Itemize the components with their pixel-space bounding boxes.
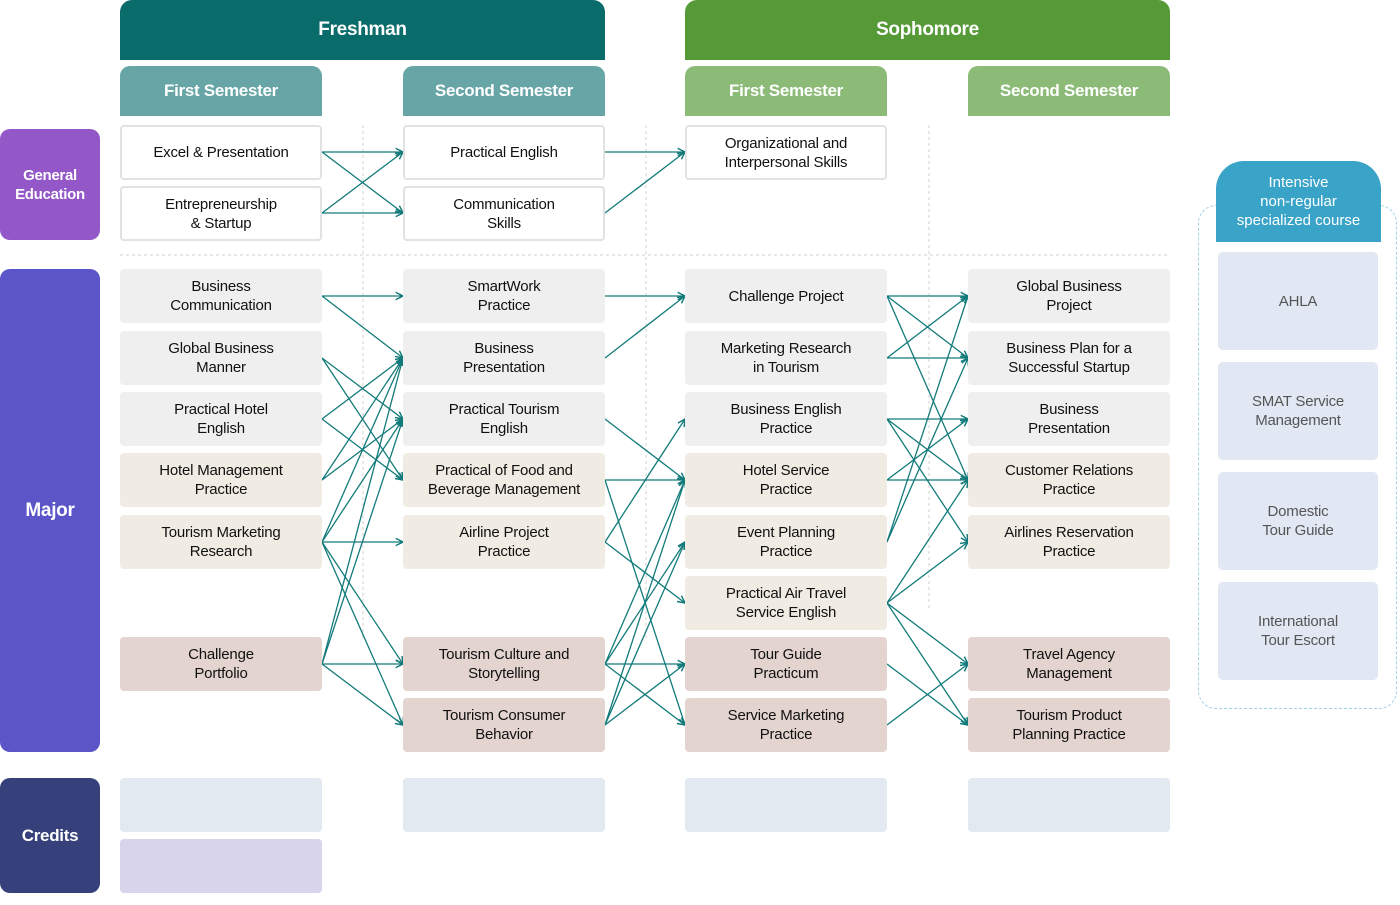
course-travel-agency-management[interactable]: Travel Agency Management (968, 637, 1170, 691)
course-tourism-consumer-behavior[interactable]: Tourism Consumer Behavior (403, 698, 605, 752)
freshman-second-semester-header: Second Semester (403, 66, 605, 116)
prerequisite-arrow (886, 296, 968, 359)
prerequisite-arrow (321, 663, 403, 725)
prerequisite-arrow (604, 664, 685, 726)
course-practical-air-travel-english[interactable]: Practical Air Travel Service English (685, 576, 887, 630)
major-label: Major (0, 269, 100, 752)
intensive-item-smat[interactable]: SMAT Service Management (1218, 362, 1378, 460)
course-airline-project-practice[interactable]: Airline Project Practice (403, 515, 605, 569)
course-tourism-culture-storytelling[interactable]: Tourism Culture and Storytelling (403, 637, 605, 691)
course-challenge-project[interactable]: Challenge Project (685, 269, 887, 323)
prerequisite-arrow (604, 296, 685, 359)
course-marketing-research-tourism[interactable]: Marketing Research in Tourism (685, 331, 887, 385)
credits-cell-fr1 (120, 778, 322, 832)
course-business-presentation-fr[interactable]: Business Presentation (403, 331, 605, 385)
prerequisite-arrow (321, 419, 403, 665)
course-smartwork-practice[interactable]: SmartWork Practice (403, 269, 605, 323)
prerequisite-arrow (886, 358, 968, 543)
course-communication-skills[interactable]: Communication Skills (403, 186, 605, 241)
course-practical-hotel-english[interactable]: Practical Hotel English (120, 392, 322, 446)
credits-cell-fr1-extra (120, 839, 322, 893)
course-tour-guide-practicum[interactable]: Tour Guide Practicum (685, 637, 887, 691)
course-entrepreneurship-startup[interactable]: Entrepreneurship & Startup (120, 186, 322, 241)
prerequisite-arrow (886, 480, 968, 604)
intensive-item-international-escort[interactable]: International Tour Escort (1218, 582, 1378, 680)
prerequisite-arrow (886, 602, 968, 664)
prerequisite-arrow (321, 358, 403, 543)
prerequisite-arrow (604, 480, 685, 726)
course-tourism-marketing-research[interactable]: Tourism Marketing Research (120, 515, 322, 569)
prerequisite-arrow (886, 296, 968, 543)
course-business-english-practice[interactable]: Business English Practice (685, 392, 887, 446)
course-business-communication[interactable]: Business Communication (120, 269, 322, 323)
prerequisite-arrow (604, 542, 685, 726)
credits-cell-fr2 (403, 778, 605, 832)
prerequisite-arrow (604, 419, 685, 543)
prerequisite-arrow (321, 295, 403, 358)
prerequisite-arrow (604, 418, 685, 480)
course-business-plan-startup[interactable]: Business Plan for a Successful Startup (968, 331, 1170, 385)
sophomore-first-semester-header: First Semester (685, 66, 887, 116)
freshman-header: Freshman (120, 0, 605, 60)
prerequisite-arrow (321, 152, 403, 214)
intensive-item-ahla[interactable]: AHLA (1218, 252, 1378, 350)
prerequisite-arrow (604, 152, 685, 214)
prerequisite-arrow (886, 542, 968, 604)
general-education-label: General Education (0, 129, 100, 240)
intensive-item-domestic-guide[interactable]: Domestic Tour Guide (1218, 472, 1378, 570)
sophomore-second-semester-header: Second Semester (968, 66, 1170, 116)
course-airlines-reservation-practice[interactable]: Airlines Reservation Practice (968, 515, 1170, 569)
course-organizational-interpersonal-skills[interactable]: Organizational and Interpersonal Skills (685, 125, 887, 180)
freshman-first-semester-header: First Semester (120, 66, 322, 116)
prerequisite-arrow (321, 541, 403, 664)
prerequisite-arrow (886, 602, 968, 725)
prerequisite-arrow (321, 358, 403, 420)
prerequisite-arrow (886, 664, 968, 726)
prerequisite-arrow (321, 419, 403, 543)
course-challenge-portfolio[interactable]: Challenge Portfolio (120, 637, 322, 691)
course-hotel-management-practice[interactable]: Hotel Management Practice (120, 453, 322, 507)
course-business-presentation-so[interactable]: Business Presentation (968, 392, 1170, 446)
sophomore-header: Sophomore (685, 0, 1170, 60)
credits-cell-so2 (968, 778, 1170, 832)
prerequisite-arrow (321, 358, 403, 481)
course-practical-tourism-english[interactable]: Practical Tourism English (403, 392, 605, 446)
prerequisite-arrow (321, 541, 403, 725)
credits-cell-so1 (685, 778, 887, 832)
intensive-course-header: Intensive non-regular specialized course (1216, 161, 1381, 242)
course-service-marketing-practice[interactable]: Service Marketing Practice (685, 698, 887, 752)
course-practical-english[interactable]: Practical English (403, 125, 605, 180)
course-event-planning-practice[interactable]: Event Planning Practice (685, 515, 887, 569)
course-customer-relations-practice[interactable]: Customer Relations Practice (968, 453, 1170, 507)
prerequisite-arrow (321, 358, 403, 665)
course-global-business-manner[interactable]: Global Business Manner (120, 331, 322, 385)
course-excel-presentation[interactable]: Excel & Presentation (120, 125, 322, 180)
prerequisite-arrow (886, 295, 968, 480)
course-tourism-product-planning[interactable]: Tourism Product Planning Practice (968, 698, 1170, 752)
credits-label: Credits (0, 778, 100, 893)
course-hotel-service-practice[interactable]: Hotel Service Practice (685, 453, 887, 507)
prerequisite-arrow (604, 480, 685, 665)
course-food-beverage-management[interactable]: Practical of Food and Beverage Managemen… (403, 453, 605, 507)
course-global-business-project[interactable]: Global Business Project (968, 269, 1170, 323)
